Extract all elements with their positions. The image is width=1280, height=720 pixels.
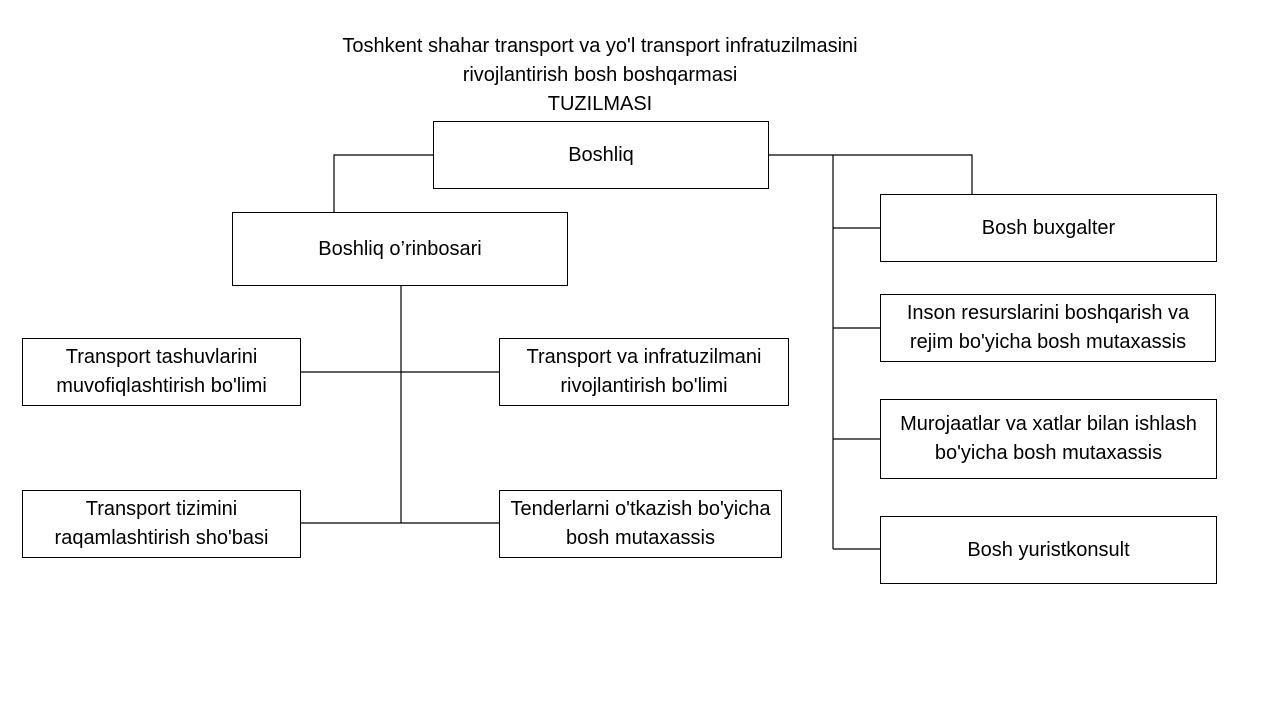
node-tenders: Tenderlarni o'tkazish bo'yicha bosh muta… [499,490,782,558]
node-deputy: Boshliq o’rinbosari [232,212,568,286]
node-chief-legal-label: Bosh yuristkonsult [967,538,1130,561]
node-transport-coordination: Transport tashuvlarini muvofiqlashtirish… [22,338,301,406]
node-chief-accountant-label: Bosh buxgalter [981,216,1116,239]
title-line-1: Toshkent shahar transport va yo'l transp… [342,35,858,57]
node-deputy-label: Boshliq o’rinbosari [318,237,482,260]
node-transport-infrastructure: Transport va infratuzilmani rivojlantiri… [499,338,789,406]
node-transport-coordination-label: Transport tashuvlarini muvofiqlashtirish… [56,346,267,397]
chart-title: Toshkent shahar transport va yo'l transp… [250,32,950,119]
node-transport-infrastructure-label: Transport va infratuzilmani rivojlantiri… [526,346,762,397]
node-appeals-specialist: Murojaatlar va xatlar bilan ishlash bo'y… [880,399,1217,479]
node-transport-digitalization-label: Transport tizimini raqamlashtirish sho'b… [54,498,269,549]
connector-boss-right [769,154,973,194]
title-line-2: rivojlantirish bosh boshqarmasi [462,64,738,86]
node-boss-label: Boshliq [568,143,634,166]
title-line-3: TUZILMASI [547,93,653,115]
connector-boss-deputy [333,154,433,212]
node-appeals-specialist-label: Murojaatlar va xatlar bilan ishlash bo'y… [900,413,1197,464]
node-chief-accountant: Bosh buxgalter [880,194,1217,262]
node-transport-digitalization: Transport tizimini raqamlashtirish sho'b… [22,490,301,558]
node-hr-specialist-label: Inson resurslarini boshqarish va rejim b… [906,302,1190,353]
node-boss: Boshliq [433,121,769,189]
node-tenders-label: Tenderlarni o'tkazish bo'yicha bosh muta… [510,498,771,549]
node-hr-specialist: Inson resurslarini boshqarish va rejim b… [880,294,1216,362]
node-chief-legal: Bosh yuristkonsult [880,516,1217,584]
